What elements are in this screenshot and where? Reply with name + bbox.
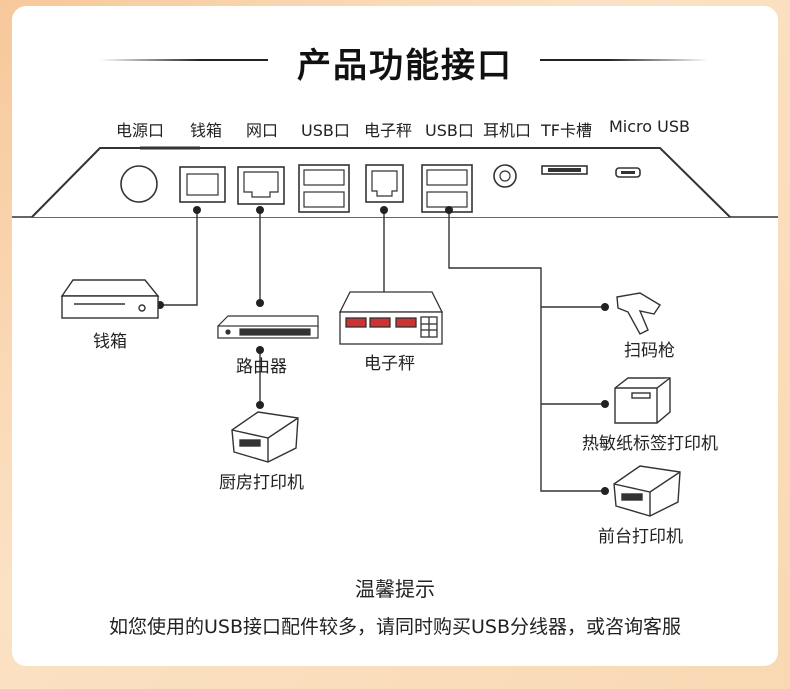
port-label-scale: 电子秤	[364, 121, 413, 140]
device-label-scanner: 扫码枪	[624, 341, 675, 361]
port-label-headphone: 耳机口	[483, 121, 532, 140]
micro-usb-port-icon	[615, 167, 641, 178]
device-label-label-printer: 热敏纸标签打印机	[582, 434, 718, 454]
title-row: 产品功能接口	[0, 38, 790, 86]
port-label-network: 网口	[246, 121, 279, 140]
kitchen-printer-icon	[231, 411, 299, 463]
network-port-icon	[237, 166, 285, 205]
tip-text: 如您使用的USB接口配件较多，请同时购买USB分线器，或咨询客服	[108, 616, 681, 638]
usb-port-icon-2	[421, 164, 473, 213]
connection-lines	[160, 210, 605, 492]
front-printer-icon	[613, 465, 681, 517]
tip-title: 温馨提示	[355, 577, 435, 601]
port-label-micro-usb: Micro USB	[609, 117, 690, 136]
device-label-router: 路由器	[236, 357, 287, 377]
port-label-usb-2: USB口	[425, 121, 474, 140]
title-divider-right	[540, 59, 708, 61]
scale-port-icon	[365, 164, 404, 203]
title-divider-left	[100, 59, 268, 61]
device-label-front-printer: 前台打印机	[598, 527, 683, 547]
usb-port-icon-1	[298, 164, 350, 213]
device-label-kitchen-printer: 厨房打印机	[219, 473, 304, 493]
device-label-scale: 电子秤	[364, 354, 415, 374]
electronic-scale-icon	[338, 291, 444, 345]
port-label-usb-1: USB口	[301, 121, 350, 140]
page-title: 产品功能接口	[297, 46, 513, 86]
label-printer-icon	[614, 377, 671, 424]
device-label-cash-box: 钱箱	[93, 332, 127, 352]
cash-box-port-icon	[179, 166, 226, 203]
router-icon	[217, 315, 319, 339]
port-label-power: 电源口	[116, 121, 165, 140]
power-port-icon	[120, 165, 158, 203]
port-label-tf-card: TF卡槽	[541, 121, 592, 140]
tf-card-slot-icon	[541, 165, 588, 175]
headphone-port-icon	[493, 164, 517, 188]
barcode-scanner-icon	[616, 292, 661, 335]
cash-box-icon	[60, 279, 160, 319]
port-label-cash-box: 钱箱	[190, 121, 223, 140]
